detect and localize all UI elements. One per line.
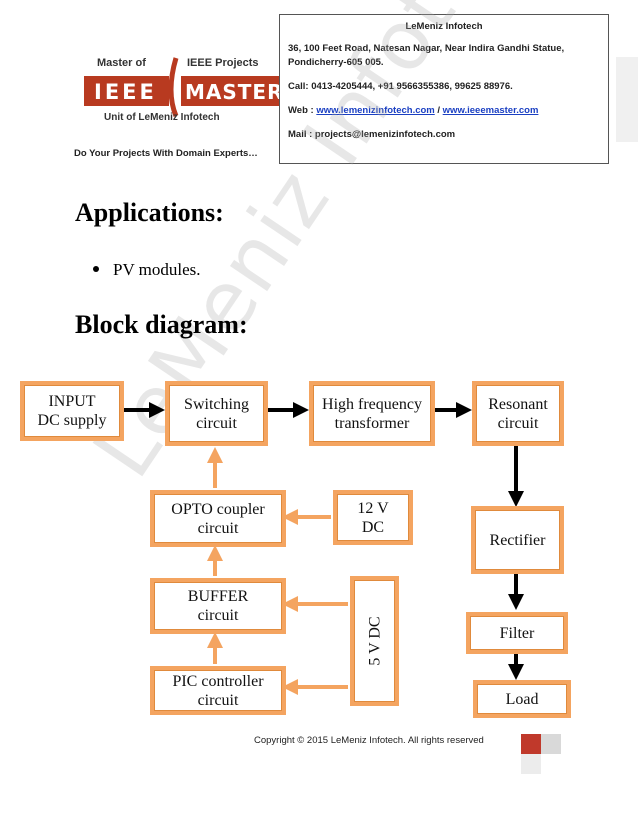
footer-grey-square-2: [521, 754, 541, 774]
block-resonant-line1: Resonant: [488, 395, 548, 413]
block-12v-line1: 12 V: [357, 499, 389, 517]
web-link-lemeniz[interactable]: www.lemenizinfotech.com: [316, 105, 435, 116]
block-hf-transformer: High frequency transformer: [309, 381, 435, 446]
side-tab: [616, 57, 638, 142]
block-input-line1: INPUT: [48, 393, 96, 410]
block-5v-dc: 5 V DC: [350, 576, 399, 706]
footer-red-square: [521, 734, 541, 754]
block-buffer-line2: circuit: [197, 607, 239, 624]
contact-address: 36, 100 Feet Road, Natesan Nagar, Near I…: [288, 43, 565, 68]
contact-mail: Mail : projects@lemenizinfotech.com: [288, 129, 456, 140]
footer-copyright: Copyright © 2015 LeMeniz Infotech. All r…: [254, 735, 484, 746]
contact-title: LeMeniz Infotech: [405, 21, 483, 32]
block-switching-line1: Switching: [184, 395, 249, 413]
block-load-line1: Load: [505, 690, 539, 708]
block-buffer-line1: BUFFER: [187, 588, 249, 605]
block-12v-dc: 12 V DC: [333, 490, 413, 545]
block-pic-line1: PIC controller: [172, 672, 264, 690]
web-link-ieeemaster[interactable]: www.ieeemaster.com: [442, 105, 539, 116]
block-resonant-line2: circuit: [497, 414, 539, 432]
block-rectifier-line1: Rectifier: [489, 531, 546, 549]
logo-top-left: Master of: [97, 57, 146, 69]
block-opto-line1: OPTO coupler: [171, 500, 265, 518]
applications-heading: Applications:: [75, 198, 224, 227]
block-buffer-circuit: BUFFER circuit: [150, 578, 286, 634]
tagline: Do Your Projects With Domain Experts…: [74, 148, 258, 159]
block-switching-circuit: Switching circuit: [165, 381, 268, 446]
block-load: Load: [473, 680, 571, 718]
contact-call: Call: 0413-4205444, +91 9566355386, 9962…: [288, 81, 513, 92]
block-12v-line2: DC: [361, 518, 385, 536]
block-opto-line2: circuit: [197, 519, 239, 537]
logo-main-right: MASTER: [185, 80, 279, 104]
ieee-master-logo: Master of IEEE Projects IEEE MASTER Unit…: [84, 57, 279, 123]
block-resonant-circuit: Resonant circuit: [472, 381, 564, 446]
block-opto-coupler: OPTO coupler circuit: [150, 490, 286, 547]
web-separator: /: [434, 105, 443, 116]
block-hf-line1: High frequency: [322, 395, 422, 413]
web-label: Web :: [288, 105, 317, 116]
block-filter: Filter: [466, 612, 568, 654]
logo-top-right: IEEE Projects: [187, 57, 259, 69]
block-switching-line2: circuit: [196, 414, 237, 432]
block-pic-controller: PIC controller circuit: [150, 666, 286, 715]
block-input-line2: DC supply: [37, 412, 107, 429]
bullet-icon: [93, 266, 99, 273]
applications-item-text: PV modules.: [113, 260, 201, 279]
contact-box: LeMeniz Infotech 36, 100 Feet Road, Nate…: [279, 14, 609, 164]
footer-grey-square-1: [541, 734, 561, 754]
block-rectifier: Rectifier: [471, 506, 564, 574]
block-pic-line2: circuit: [197, 691, 239, 709]
block-input-dc-supply: INPUT DC supply: [20, 381, 124, 441]
block-filter-line1: Filter: [499, 624, 535, 642]
block-diagram-heading: Block diagram:: [75, 310, 248, 339]
logo-bottom: Unit of LeMeniz Infotech: [104, 112, 220, 123]
contact-web: Web : www.lemenizinfotech.com / www.ieee…: [288, 104, 600, 118]
applications-item: PV modules.: [93, 260, 201, 280]
logo-main-left: IEEE: [94, 80, 157, 104]
block-hf-line2: transformer: [334, 414, 410, 432]
block-5v-label: 5 V DC: [366, 616, 383, 666]
